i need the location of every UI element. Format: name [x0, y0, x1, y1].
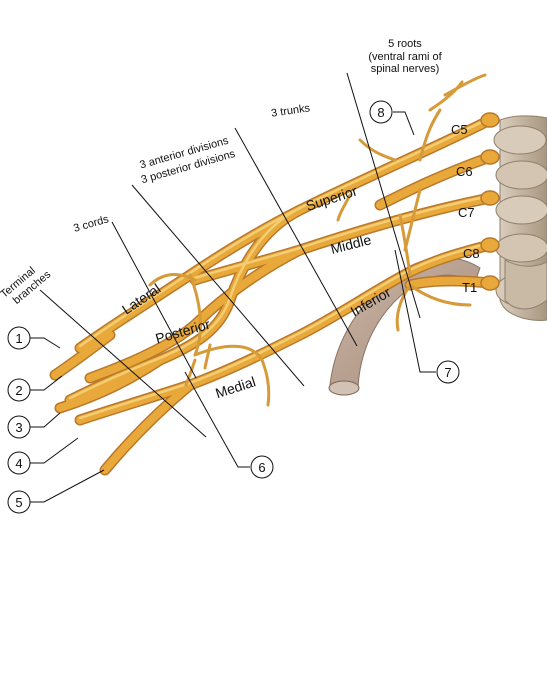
callout-2: 2	[15, 383, 22, 398]
callout-8-circle	[369, 100, 393, 124]
callout-6: 6	[258, 460, 265, 475]
header-roots-line3: spinal nerves)	[371, 63, 439, 75]
header-roots-line2: (ventral rami of	[368, 51, 442, 63]
label-superior-trunk: Superior	[304, 182, 360, 214]
callout-5: 5	[15, 495, 22, 510]
nerve-network	[49, 73, 500, 476]
vertebral-column	[493, 115, 547, 321]
callouts	[7, 100, 460, 514]
callout-6-circle	[250, 455, 274, 479]
callout-3: 3	[15, 420, 22, 435]
callout-5-circle	[7, 490, 31, 514]
header-trunks: 3 trunks	[270, 102, 311, 119]
root-label-c6: C6	[456, 164, 473, 179]
callout-4-circle	[7, 451, 31, 475]
header-cords: 3 cords	[72, 213, 110, 235]
callout-1: 1	[15, 331, 22, 346]
root-label-c8: C8	[463, 246, 480, 261]
leader-lines	[30, 72, 436, 503]
callout-2-circle	[7, 378, 31, 402]
callout-1-circle	[7, 326, 31, 350]
header-roots-line1: 5 roots	[388, 38, 422, 50]
root-label-t1: T1	[462, 280, 477, 295]
root-label-c7: C7	[458, 205, 475, 220]
callout-7: 7	[444, 365, 451, 380]
callout-8: 8	[377, 105, 384, 120]
callout-7-circle	[436, 360, 460, 384]
callout-3-circle	[7, 415, 31, 439]
callout-numbers: 1 2 3 4 5 6 7 8	[15, 105, 451, 510]
callout-4: 4	[15, 456, 22, 471]
root-labels: C5 C6 C7 C8 T1	[451, 122, 480, 295]
root-label-c5: C5	[451, 122, 468, 137]
